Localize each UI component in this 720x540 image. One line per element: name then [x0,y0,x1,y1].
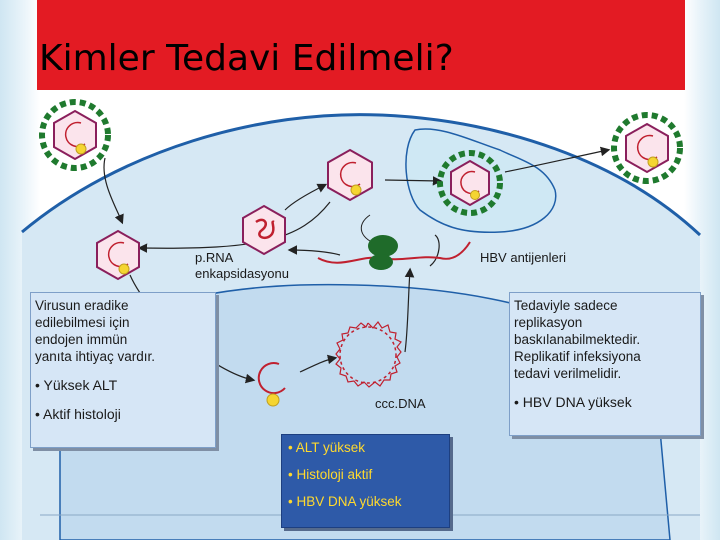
virion-entering [42,102,108,168]
box-line: Virusun eradike [35,297,211,314]
bullet-alt: • Yüksek ALT [35,377,211,394]
treatment-criteria-box: • ALT yüksek • Histoloji aktif • HBV DNA… [281,434,450,528]
box-line: edilebilmesi için [35,314,211,331]
indication-box-replication: Tedaviyle sadece replikasyon baskılanabi… [509,292,701,436]
enkapsidasyon-label: enkapsidasyonu [195,266,289,282]
box-line: endojen immün [35,331,211,348]
criteria-histology: • Histoloji aktif [288,466,443,483]
box-line: Tedaviyle sadece [514,297,696,314]
box-line: replikasyon [514,314,696,331]
indication-box-immune: Virusun eradike edilebilmesi için endoje… [30,292,216,448]
hbv-antigen-label: HBV antijenleri [480,250,566,266]
virion-released [614,115,680,181]
criteria-alt: • ALT yüksek [288,439,443,456]
bullet-hbv-dna: • HBV DNA yüksek [514,394,696,411]
prna-label: p.RNA [195,250,233,266]
box-line: yanıta ihtiyaç vardır. [35,348,211,365]
box-line: Replikatif infeksiyona [514,348,696,365]
box-line: tedavi verilmelidir. [514,365,696,382]
criteria-hbv-dna: • HBV DNA yüksek [288,493,443,510]
bullet-histology: • Aktif histoloji [35,406,211,423]
box-line: baskılanabilmektedir. [514,331,696,348]
cccdna-label: ccc.DNA [375,396,426,412]
